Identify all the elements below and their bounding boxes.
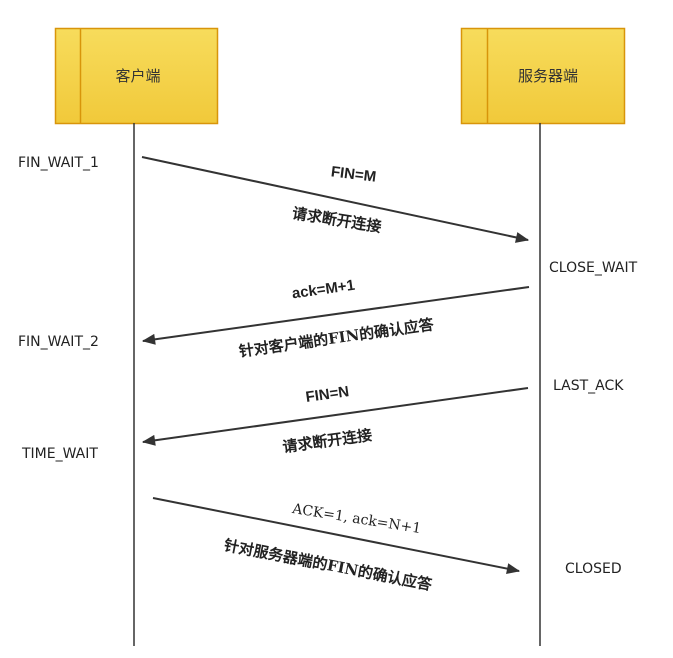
state-fin-wait-2: FIN_WAIT_2 bbox=[18, 334, 99, 350]
message-1-desc: 请求断开连接 bbox=[291, 204, 383, 236]
state-time-wait: TIME_WAIT bbox=[21, 446, 98, 462]
message-fin-m: FIN=M 请求断开连接 bbox=[141, 156, 530, 243]
message-ack-n1: ACK=1, ack=N+1 针对服务器端的FIN的确认应答 bbox=[152, 497, 521, 594]
state-fin-wait-1: FIN_WAIT_1 bbox=[18, 155, 99, 171]
state-close-wait: CLOSE_WAIT bbox=[549, 260, 638, 276]
message-4-flag: ACK=1, ack=N+1 bbox=[290, 501, 422, 537]
message-fin-n: FIN=N 请求断开连接 bbox=[141, 383, 529, 456]
state-closed: CLOSED bbox=[565, 561, 622, 577]
message-4-desc: 针对服务器端的FIN的确认应答 bbox=[222, 536, 434, 594]
message-2-flag: ack=M+1 bbox=[291, 277, 356, 303]
server-box: 服务器端 bbox=[460, 27, 626, 125]
client-box: 客户端 bbox=[54, 27, 219, 125]
message-3-desc: 请求断开连接 bbox=[281, 426, 373, 456]
message-1-flag: FIN=M bbox=[330, 163, 377, 185]
state-last-ack: LAST_ACK bbox=[553, 378, 624, 394]
client-label: 客户端 bbox=[115, 67, 160, 85]
message-ack-m1: ack=M+1 针对客户端的FIN的确认应答 bbox=[141, 277, 530, 361]
server-label: 服务器端 bbox=[518, 67, 578, 85]
message-3-flag: FIN=N bbox=[305, 383, 351, 406]
message-2-desc: 针对客户端的FIN的确认应答 bbox=[238, 315, 436, 360]
